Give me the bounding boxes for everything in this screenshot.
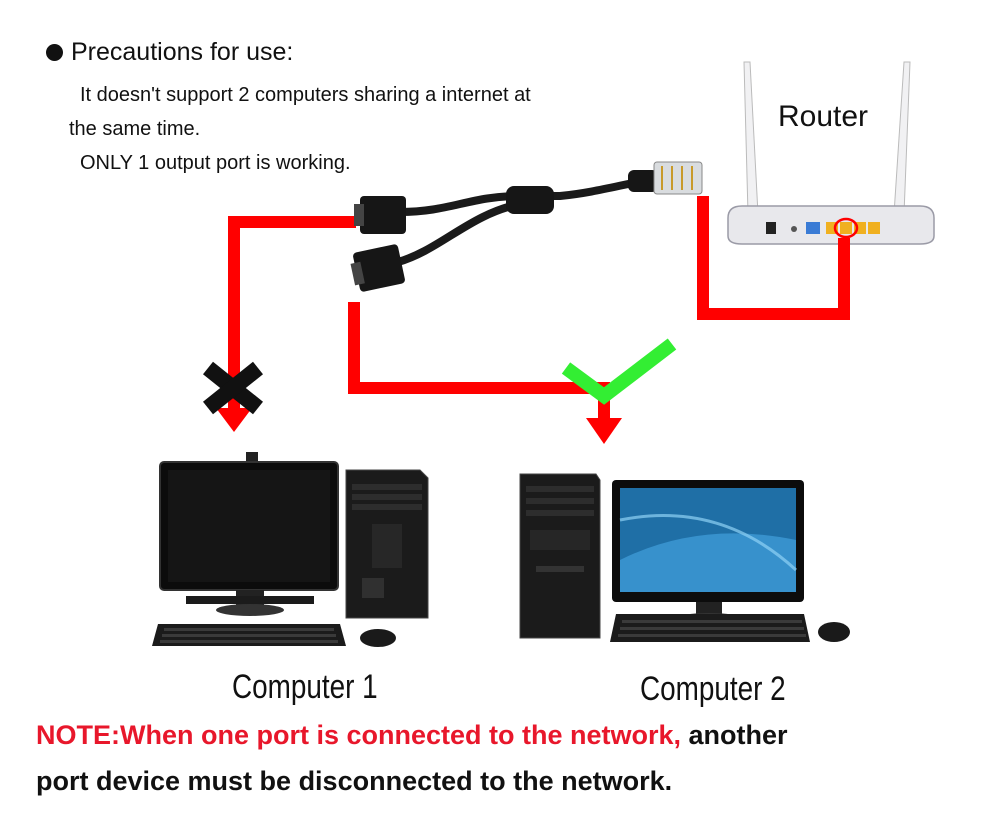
computer-2-label: Computer 2: [640, 670, 786, 708]
ethernet-splitter-cable-icon: [350, 161, 703, 292]
wire-port1-left: [228, 216, 356, 228]
wire-port2-right: [348, 382, 610, 394]
wire-port1-down: [228, 216, 240, 412]
desktop-computer-2-icon: [519, 473, 850, 642]
note-red-text: NOTE:When one port is connected to the n…: [36, 720, 682, 750]
precautions-heading-text: Precautions for use:: [71, 38, 294, 66]
check-mark-icon: [561, 338, 677, 405]
wire-paths: [216, 196, 850, 444]
wire-port2-down: [348, 302, 360, 394]
x-mark-icon: [203, 361, 263, 415]
precautions-line-1: It doesn't support 2 computers sharing a…: [80, 84, 531, 106]
precautions-line-3: ONLY 1 output port is working.: [80, 152, 351, 174]
note-line-2-text: port device must be disconnected to the …: [36, 766, 673, 796]
note-black-text: another: [681, 720, 788, 750]
wire-router-down: [838, 238, 850, 320]
wire-router-left: [697, 308, 850, 320]
router-label: Router: [778, 100, 869, 133]
wire-port1-arrow: [216, 408, 252, 432]
wire-port2-arrow: [586, 418, 622, 444]
note-line-2: port device must be disconnected to the …: [36, 766, 672, 797]
computer-1-label: Computer 1: [232, 668, 378, 706]
bullet-dot-icon: [46, 44, 63, 61]
note-line-1: NOTE:When one port is connected to the n…: [36, 720, 788, 751]
desktop-computer-1-icon: [152, 452, 429, 647]
precautions-line-2: the same time.: [69, 118, 201, 140]
router-icon: [727, 61, 935, 245]
wire-router-up: [697, 196, 709, 320]
precautions-heading: Precautions for use:: [46, 38, 293, 67]
